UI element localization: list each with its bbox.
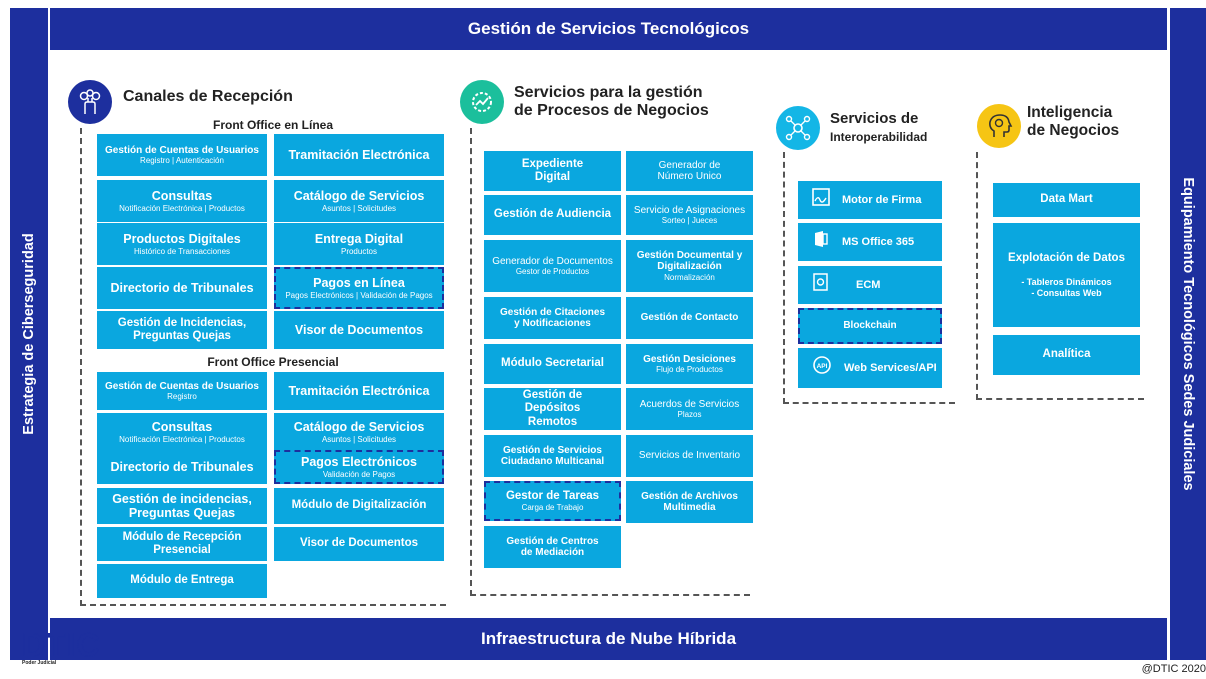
proc-expediente-box[interactable]: Expediente Digital	[484, 151, 621, 191]
left-banner: Estrategia de Ciberseguridad	[10, 8, 48, 660]
canales-title: Canales de Recepción	[123, 88, 293, 105]
left-banner-title: Estrategia de Ciberseguridad	[21, 233, 37, 435]
interop-title: Servicios de Interoperabilidad	[830, 110, 928, 144]
proc-multimedia-box[interactable]: Gestión de Archivos Multimedia	[626, 481, 753, 523]
dtic-logo-text: DTIC	[22, 627, 101, 663]
bi-analitica-box[interactable]: Analítica	[993, 335, 1140, 375]
dtic-logo-caption: Poder Judicial	[22, 660, 57, 666]
brain-head-icon	[977, 104, 1021, 148]
proc-acuerdos-box[interactable]: Acuerdos de Servicios Plazos	[626, 388, 753, 430]
bottom-banner: Infraestructura de Nube Híbrida	[50, 618, 1167, 660]
online-productos-digitales-box[interactable]: Productos Digitales Histórico de Transac…	[97, 223, 267, 265]
hand-gears-icon	[68, 80, 112, 124]
interop-blockchain-box[interactable]: Blockchain	[798, 308, 942, 344]
proc-desiciones-box[interactable]: Gestión Desiciones Flujo de Productos	[626, 344, 753, 384]
online-cuentas-box[interactable]: Gestión de Cuentas de Usuarios Registro …	[97, 134, 267, 176]
network-people-icon	[776, 106, 820, 150]
dtic-logo: DTIC Poder Judicial	[22, 627, 101, 667]
interop-divider-bottom	[783, 402, 955, 404]
proc-asignaciones-box[interactable]: Servicio de Asignaciones Sorteo | Jueces	[626, 195, 753, 235]
right-banner-title: Equipamiento Tecnológicos Sedes Judicial…	[1180, 177, 1196, 491]
bi-datamart-box[interactable]: Data Mart	[993, 183, 1140, 217]
procesos-title: Servicios para la gestión de Procesos de…	[514, 84, 709, 119]
presencial-catalogo-box[interactable]: Catálogo de Servicios Asuntos | Solicitu…	[274, 413, 444, 451]
online-catalogo-box[interactable]: Catálogo de Servicios Asuntos | Solicitu…	[274, 180, 444, 222]
inteligencia-divider-left	[976, 152, 978, 400]
proc-secretarial-box[interactable]: Módulo Secretarial	[484, 344, 621, 384]
proc-tareas-box[interactable]: Gestor de Tareas Carga de Trabajo	[484, 481, 621, 521]
online-directorio-box[interactable]: Directorio de Tribunales	[97, 267, 267, 309]
interop-divider-left	[783, 152, 785, 404]
presencial-pagos-box[interactable]: Pagos Electrónicos Validación de Pagos	[274, 450, 444, 484]
proc-citaciones-box[interactable]: Gestión de Citaciones y Notificaciones	[484, 297, 621, 339]
gear-chart-icon	[460, 80, 504, 124]
presencial-recepcion-box[interactable]: Módulo de Recepción Presencial	[97, 527, 267, 561]
top-banner-title: Gestión de Servicios Tecnológicos	[467, 19, 750, 38]
svg-text:API: API	[817, 363, 828, 370]
online-pagos-linea-box[interactable]: Pagos en Línea Pagos Electrónicos | Vali…	[274, 267, 444, 309]
proc-depositos-box[interactable]: Gestión de Depósitos Remotos	[484, 388, 621, 430]
document-gear-icon	[812, 273, 830, 296]
interop-ecm-box[interactable]: ECM	[798, 266, 942, 304]
proc-documental-box[interactable]: Gestión Documental y Digitalización Norm…	[626, 240, 753, 292]
front-presencial-heading: Front Office Presencial	[207, 355, 339, 369]
online-visor-box[interactable]: Visor de Documentos	[274, 311, 444, 349]
online-entrega-digital-box[interactable]: Entrega Digital Productos	[274, 223, 444, 265]
interop-motor-firma-box[interactable]: Motor de Firma	[798, 181, 942, 219]
inteligencia-divider-bottom	[976, 398, 1144, 400]
interop-webservices-box[interactable]: API Web Services/API	[798, 348, 942, 388]
online-tramitacion-box[interactable]: Tramitación Electrónica	[274, 134, 444, 176]
presencial-cuentas-box[interactable]: Gestión de Cuentas de Usuarios Registro	[97, 372, 267, 410]
presencial-directorio-box[interactable]: Directorio de Tribunales	[97, 450, 267, 484]
presencial-visor-box[interactable]: Visor de Documentos	[274, 527, 444, 561]
front-online-heading: Front Office en Línea	[212, 118, 333, 132]
online-consultas-box[interactable]: Consultas Notificación Electrónica | Pro…	[97, 180, 267, 222]
online-incidencias-box[interactable]: Gestión de Incidencias, Preguntas Quejas	[97, 311, 267, 349]
proc-numero-unico-box[interactable]: Generador de Número Unico	[626, 151, 753, 191]
proc-multicanal-box[interactable]: Gestión de Servicios Ciudadano Multicana…	[484, 435, 621, 477]
right-banner: Equipamiento Tecnológicos Sedes Judicial…	[1170, 8, 1206, 660]
procesos-divider-bottom	[470, 594, 750, 596]
interop-office-box[interactable]: MS Office 365	[798, 223, 942, 261]
signature-icon	[812, 188, 830, 211]
canales-divider-bottom	[80, 604, 446, 606]
proc-mediacion-box[interactable]: Gestión de Centros de Mediación	[484, 526, 621, 568]
bottom-banner-title: Infraestructura de Nube Híbrida	[480, 629, 737, 648]
proc-generador-docs-box[interactable]: Generador de Documentos Gestor de Produc…	[484, 240, 621, 292]
proc-inventario-box[interactable]: Servicios de Inventario	[626, 435, 753, 477]
canales-divider-left	[80, 128, 82, 606]
presencial-digitalizacion-box[interactable]: Módulo de Digitalización	[274, 488, 444, 524]
procesos-divider-left	[470, 128, 472, 596]
copyright-text: @DTIC 2020	[1141, 663, 1206, 675]
proc-contacto-box[interactable]: Gestión de Contacto	[626, 297, 753, 339]
presencial-tramitacion-box[interactable]: Tramitación Electrónica	[274, 372, 444, 410]
office-icon	[812, 230, 830, 253]
proc-audiencia-box[interactable]: Gestión de Audiencia	[484, 195, 621, 235]
presencial-incidencias-box[interactable]: Gestión de incidencias, Preguntas Quejas	[97, 488, 267, 524]
presencial-consultas-box[interactable]: Consultas Notificación Electrónica | Pro…	[97, 413, 267, 451]
top-banner: Gestión de Servicios Tecnológicos	[50, 8, 1167, 50]
inteligencia-title: Inteligencia de Negocios	[1027, 104, 1120, 139]
bi-explotacion-box[interactable]: Explotación de Datos - Tableros Dinámico…	[993, 223, 1140, 327]
api-icon: API	[812, 355, 832, 380]
presencial-entrega-box[interactable]: Módulo de Entrega	[97, 564, 267, 598]
